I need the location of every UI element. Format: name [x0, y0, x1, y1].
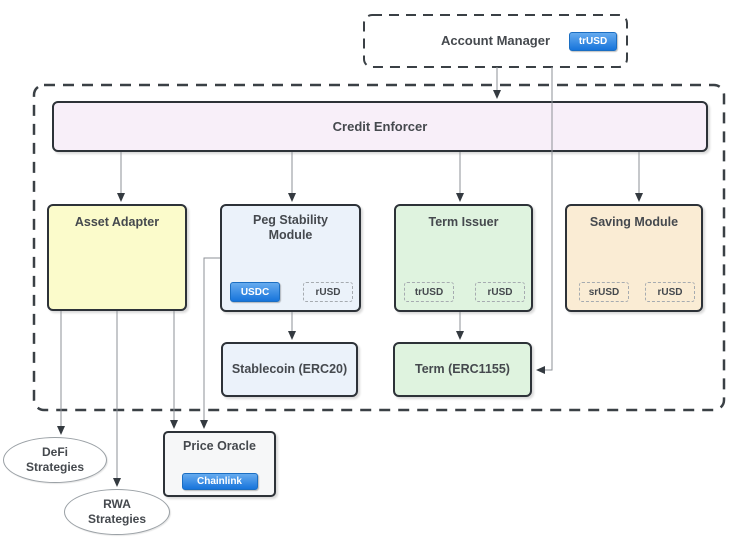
saving-module-badges: srUSD rUSD: [579, 282, 695, 302]
rusd-badge: rUSD: [475, 282, 525, 302]
peg-stability-module-node: Peg Stability Module USDC rUSD: [220, 204, 361, 312]
term-issuer-title: Term Issuer: [428, 215, 499, 229]
price-oracle-title: Price Oracle: [183, 439, 256, 453]
rusd-badge: rUSD: [645, 282, 695, 302]
term-issuer-node: Term Issuer trUSD rUSD: [394, 204, 533, 312]
asset-adapter-node: Asset Adapter: [47, 204, 187, 311]
saving-module-node: Saving Module srUSD rUSD: [565, 204, 703, 312]
account-manager-boundary: [363, 14, 628, 68]
price-oracle-node: Price Oracle Chainlink: [163, 431, 276, 497]
defi-strategies-node: DeFi Strategies: [3, 437, 107, 483]
stablecoin-erc20-title: Stablecoin (ERC20): [231, 362, 348, 376]
rwa-strategies-title: RWA Strategies: [87, 497, 147, 526]
credit-enforcer-node: Credit Enforcer: [52, 101, 708, 152]
account-manager-node: Account Manager trUSD: [364, 15, 627, 67]
asset-adapter-title: Asset Adapter: [74, 215, 160, 229]
saving-module-title: Saving Module: [589, 215, 679, 229]
defi-strategies-title: DeFi Strategies: [25, 445, 85, 474]
credit-enforcer-title: Credit Enforcer: [332, 118, 428, 134]
rwa-strategies-node: RWA Strategies: [64, 489, 170, 535]
trusd-badge: trUSD: [404, 282, 454, 302]
peg-stability-module-title: Peg Stability Module: [252, 213, 329, 242]
rusd-badge: rUSD: [303, 282, 353, 302]
account-manager-title: Account Manager: [440, 33, 551, 49]
srusd-badge: srUSD: [579, 282, 629, 302]
stablecoin-erc20-node: Stablecoin (ERC20): [221, 342, 358, 397]
protocol-boundary: [32, 83, 726, 412]
term-erc1155-title: Term (ERC1155): [415, 362, 510, 376]
peg-stability-badges: USDC rUSD: [230, 282, 353, 302]
usdc-badge: USDC: [230, 282, 280, 302]
term-issuer-badges: trUSD rUSD: [404, 282, 525, 302]
account-manager-trusd-badge: trUSD: [569, 31, 617, 51]
chainlink-badge: Chainlink: [181, 473, 258, 490]
term-erc1155-node: Term (ERC1155): [393, 342, 532, 397]
